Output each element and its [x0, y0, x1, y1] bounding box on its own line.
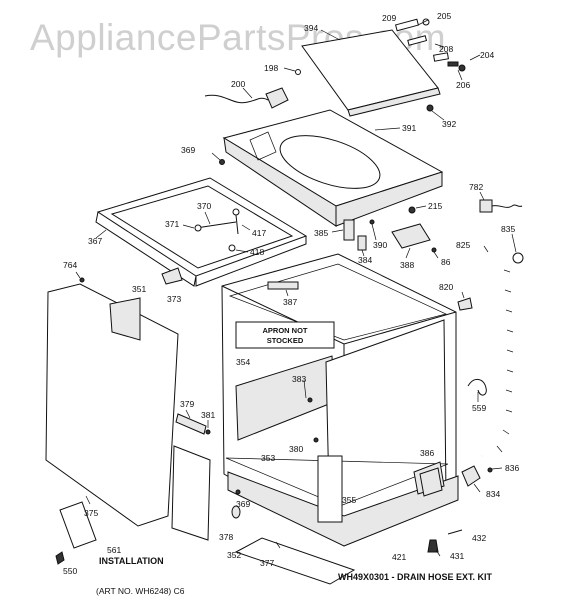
- label-392: 392: [442, 119, 456, 129]
- label-377: 377: [260, 558, 274, 568]
- label-198: 198: [264, 63, 278, 73]
- wire-harness-782: [479, 199, 523, 213]
- label-834: 834: [486, 489, 500, 499]
- label-386: 386: [420, 448, 434, 458]
- label-209: 209: [382, 13, 396, 23]
- label-205: 205: [437, 11, 451, 21]
- drain-kit-note: WH49X0301 - DRAIN HOSE EXT. KIT: [338, 572, 493, 582]
- label-431: 431: [450, 551, 464, 561]
- control-bracket-parts: [391, 206, 437, 253]
- label-353: 353: [261, 453, 275, 463]
- base-frame-part: [95, 177, 308, 287]
- label-417: 417: [252, 228, 266, 238]
- label-378: 378: [219, 532, 233, 542]
- label-204: 204: [480, 50, 494, 60]
- clip-559: [467, 379, 487, 396]
- label-387: 387: [283, 297, 297, 307]
- label-390: 390: [373, 240, 387, 250]
- toe-kick-377: [234, 537, 356, 585]
- lid-switch-part: [204, 87, 289, 109]
- cabinet-part: [221, 253, 459, 547]
- label-432: 432: [472, 533, 486, 543]
- apron-note-box: [235, 321, 335, 349]
- label-371: 371: [165, 219, 179, 229]
- screw-198: [295, 69, 301, 75]
- label-381: 381: [201, 410, 215, 420]
- label-370: 370: [197, 201, 211, 211]
- label-206: 206: [456, 80, 470, 90]
- label-373: 373: [167, 294, 181, 304]
- label-825: 825: [456, 240, 470, 250]
- label-764: 764: [63, 260, 77, 270]
- label-383: 383: [292, 374, 306, 384]
- label-835: 835: [501, 224, 515, 234]
- clip-820: [457, 297, 473, 311]
- label-355: 355: [342, 495, 356, 505]
- bracket-373: [161, 267, 183, 285]
- side-panel-part: [45, 283, 179, 527]
- installation-note: INSTALLATION: [99, 556, 164, 566]
- clamp-834: [461, 465, 481, 487]
- lid-hinge-parts: [394, 18, 466, 72]
- label-559: 559: [472, 403, 486, 413]
- drain-hose-part: [476, 247, 524, 468]
- bumper-392: [426, 104, 434, 112]
- label-369-bottom: 369: [236, 499, 250, 509]
- apron-note-line1: APRON NOT: [263, 326, 308, 335]
- label-836: 836: [505, 463, 519, 473]
- label-561: 561: [107, 545, 121, 555]
- label-550: 550: [63, 566, 77, 576]
- label-394: 394: [304, 23, 318, 33]
- label-421: 421: [392, 552, 406, 562]
- strip-379: [175, 413, 207, 435]
- label-388: 388: [400, 260, 414, 270]
- label-215: 215: [428, 201, 442, 211]
- front-panel-352: [171, 445, 211, 541]
- label-86: 86: [441, 257, 451, 267]
- label-354: 354: [236, 357, 250, 367]
- label-782: 782: [469, 182, 483, 192]
- lid-part: [301, 29, 441, 117]
- label-200: 200: [231, 79, 245, 89]
- label-380: 380: [289, 444, 303, 454]
- label-351: 351: [132, 284, 146, 294]
- top-cover-part: [222, 109, 444, 227]
- bracket-387: [267, 281, 299, 290]
- label-384: 384: [358, 255, 372, 265]
- label-375: 375: [84, 508, 98, 518]
- label-367: 367: [88, 236, 102, 246]
- label-385: 385: [314, 228, 328, 238]
- art-number-note: (ART NO. WH6248) C6: [96, 586, 185, 596]
- label-369-top: 369: [181, 145, 195, 155]
- label-391: 391: [402, 123, 416, 133]
- label-352: 352: [227, 550, 241, 560]
- label-379: 379: [180, 399, 194, 409]
- apron-note-line2: STOCKED: [267, 336, 304, 345]
- label-820: 820: [439, 282, 453, 292]
- bracket-385: [343, 219, 355, 241]
- installation-sheet-561: [59, 501, 97, 549]
- label-418: 418: [250, 247, 264, 257]
- label-208: 208: [439, 44, 453, 54]
- suspension-parts: [194, 208, 240, 252]
